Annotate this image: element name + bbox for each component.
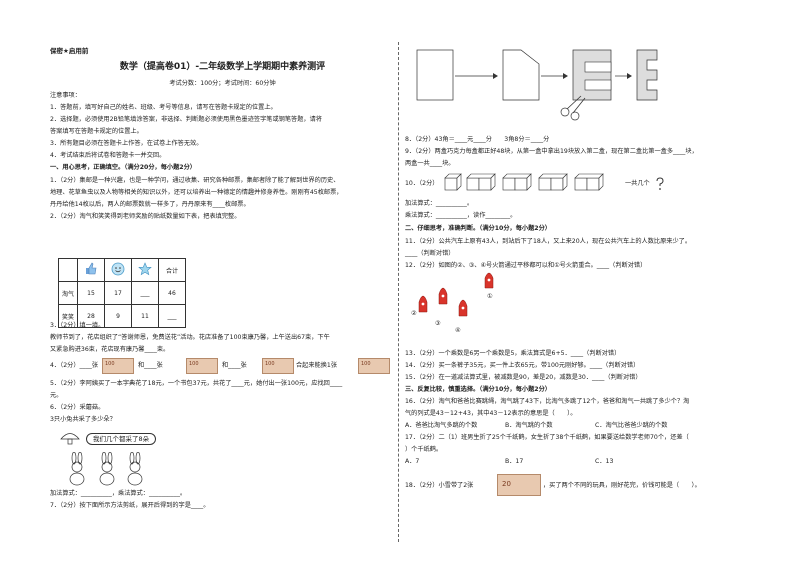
question-line: 丹丹给他14枚以后，两人的邮票数就一样多了，丹丹原来有____枚邮票。 [50,201,250,208]
q4-part: 4．（2分）____张 [50,362,99,369]
question-line: 17．（2分）二（1）班男生折了25个千纸鹤，女生折了38个千纸鹤，如果要送给数… [405,434,689,441]
question-line: 16．（2分）淘气和爸爸比赛跳绳，淘气跳了43下，比淘气多跳了12个，爸爸和淘气… [405,398,690,405]
banknote-image: 100 [358,358,390,374]
rabbit-icon [94,451,122,490]
banknote-image: 20 [497,474,541,496]
question-line: ）个千纸鹤。 [405,446,443,453]
sticker-table: 合计 淘气 15 17 ___ 46 笑笑 28 9 11 ___ [58,258,186,328]
notes-title: 注意事项： [50,92,81,99]
question-line: 13．（2分）一个乘数是6另一个乘数是5，乘法算式是6+5．____（判断对错） [405,350,621,357]
question-line: 14．（2分）买一条裤子35元，买一件上衣65元，带100元刚好够。____（判… [405,362,640,369]
question-line: 气的列式是43－12+43，其中43－12表示的意思是（ ）。 [405,410,577,417]
table-cell: ___ [131,281,159,305]
q4-part: 和____张 [222,362,247,369]
note-line: 4．考试结束后将试卷和答题卡一并交回。 [50,152,166,159]
question-line: 6．（2分）采蘑菇。 [50,404,105,411]
question-line: 2．（2分）淘气和笑笑得到老师奖励的贴纸数量如下表，把表填完整。 [50,213,241,220]
mushroom-icon [60,430,80,449]
question-line: 1．（2分）集邮是一种兴趣，也是一种学问，通过收集、研究各种邮票，集邮者除了能了… [50,177,340,184]
table-cell: 11 [131,304,159,328]
table-cell: 15 [77,281,105,305]
question-line: 9．（2分）两盒巧克力每盒都正好48块，从第一盒中拿出19块放入第二盒，现在第二… [405,148,698,155]
question-line: 15．（2分）在一道减法算式里，被减数是90，差是20，减数是30．____（判… [405,374,642,381]
rocket-label: ① [487,293,493,300]
question-line: 乘法算式：__________，读作________。 [405,212,517,219]
section-title: 一、用心思考，正确填空。（满分20分，每小题2分） [50,164,196,171]
rocket-label: ④ [455,327,461,334]
cubes-image [444,173,604,191]
rabbit-icon [122,451,150,490]
column-divider [398,42,399,542]
smiley-icon [104,258,132,282]
table-header-total: 合计 [158,258,186,282]
banknote-image: 100 [186,358,218,374]
question-suffix: 一共几个 [625,180,650,187]
section-title: 三、反复比较，慎重选择。（满分10分，每小题2分） [405,386,551,393]
banknote-value: 100 [265,361,275,367]
question-line: 元。 [50,392,63,399]
option[interactable]: C．13 [595,458,614,465]
option[interactable]: B．淘气跳的个数 [505,422,553,429]
question-line: 又紧急购进36束，花店现有康乃馨____束。 [50,346,170,353]
question-line: 11．（2分）公共汽车上原有43人，到站后下了18人，又上来20人，现在公共汽车… [405,238,692,245]
table-cell: 17 [104,281,132,305]
note-line: 1．答题前，填写好自己的姓名、班级、考号等信息，请写在答题卡规定的位置上。 [50,104,277,111]
question-line: 5．（2分）李阿姨买了一本字典花了18元，一个书包37元，共花了____元，她付… [50,380,343,387]
question-line: 地理、花草鱼虫以及人物等相关的知识以外，还可以培养出一种德定的情趣并修身养性。刚… [50,189,343,196]
question-line: 8．（2分）43角＝____元____分 3角8分＝____分 [405,136,550,143]
question-line: ，买了两个不同的玩具，刚好花完，价钱可能是（ ）。 [543,482,701,489]
rockets-image [409,272,509,340]
q4-part: 和____张 [138,362,163,369]
row-name: 淘气 [58,281,78,305]
q4-part: 合起来能换1张 [296,362,338,369]
question-line: 3．（2分）填一填。 [50,322,105,329]
option[interactable]: A．7 [405,458,420,465]
question-line: 10．（2分） [405,180,439,187]
note-line: 3．所有题目必须在答题卡上作答，在试卷上作答无效。 [50,140,203,147]
banknote-value: 20 [502,480,511,488]
right-column: 8．（2分）43角＝____元____分 3角8分＝____分 9．（2分）两盒… [405,0,750,566]
question-line: 7．（2分）按下面所示方法剪纸，展开后得到的字是____。 [50,502,210,509]
table-cell: 9 [104,304,132,328]
option[interactable]: B．17 [505,458,524,465]
question-line: 加法算式：__________，乘法算式：__________。 [50,490,187,497]
option[interactable]: C．淘气比爸爸少跳的个数 [595,422,668,429]
question-line: ____（判断对错） [405,250,455,257]
exam-meta: 考试分数：100分；考试时间：60分钟 [169,80,276,87]
option[interactable]: A．爸爸比淘气多跳的个数 [405,422,478,429]
question-line: 教师节到了，花店组织了“答谢师恩，免费送花”活动。花店准备了100束康乃馨，上午… [50,334,330,341]
banknote-value: 100 [189,361,199,367]
thumb-icon [77,258,105,282]
note-line: 2．选择题，必须使用2B铅笔填涂答案，非选择、判断题必须使用黑色墨迹签字笔或钢笔… [50,116,322,123]
rabbit-icon [64,451,92,490]
question-line: 加法算式：__________。 [405,200,474,207]
confidential-label: 保密★启用前 [50,47,89,55]
table-corner [58,258,78,282]
page-title: 数学（提高卷01）-二年级数学上学期期中素养测评 [119,62,326,72]
speech-bubble: 我们几个都采了8朵 [86,433,157,445]
question-line: 18．（2分）小雪带了2张 [405,482,474,489]
question-mark-icon [655,176,665,195]
note-line: 答案填写在答题卡规定的位置上。 [50,128,143,135]
table-cell: 46 [158,281,186,305]
question-line: 12．（2分）如图的②、③、④号火箭通过平移都可以和①号火箭重合。____（判断… [405,262,647,269]
question-line: 两盒一共____块。 [405,160,455,167]
banknote-value: 100 [105,361,115,367]
rocket-label: ② [411,310,417,317]
banknote-image: 100 [262,358,294,374]
banknote-value: 100 [361,361,371,367]
left-column: 保密★启用前 数学（提高卷01）-二年级数学上学期期中素养测评 考试分数：100… [50,0,395,566]
section-title: 二、仔细思考，准确判断。（满分10分，每小题2分） [405,225,551,232]
table-cell: 28 [77,304,105,328]
paper-cutting-diagram [416,49,658,121]
banknote-image: 100 [102,358,134,374]
rocket-label: ③ [435,320,441,327]
table-cell: ___ [158,304,186,328]
star-icon [131,258,159,282]
question-line: 3只小兔共采了多少朵？ [50,416,116,423]
